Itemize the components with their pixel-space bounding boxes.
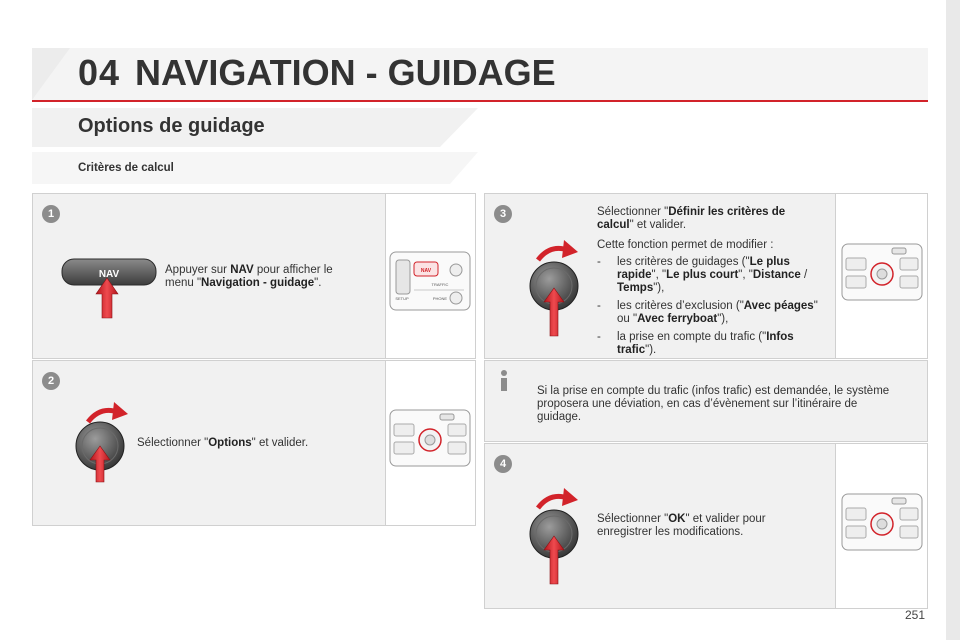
step-4-text: Sélectionner "OK" et valider pour enregi…	[597, 513, 766, 538]
step-1-text: Appuyer sur NAV pour afficher le menu "N…	[165, 264, 333, 289]
step-3-badge: 3	[494, 205, 512, 223]
console-knob-illustration-4	[841, 493, 923, 551]
bullet-traffic: la prise en compte du trafic ("Infos tra…	[597, 331, 819, 357]
step-3-line2: Cette fonction permet de modifier :	[597, 239, 774, 251]
step-3-bullets: les critères de guidages ("Le plus rapid…	[597, 256, 819, 357]
console-knob-illustration	[389, 409, 471, 467]
svg-text:SETUP: SETUP	[395, 296, 409, 301]
nav-button-label: NAV	[99, 269, 120, 280]
svg-text:TRAFFIC: TRAFFIC	[432, 282, 449, 287]
rotary-knob-illustration-4	[529, 488, 579, 585]
step-4-badge: 4	[494, 455, 512, 473]
bullet-exclusion-criteria: les critères d’exclusion ("Avec péages" …	[597, 300, 819, 326]
step-3-text: Sélectionner "Définir les critères de ca…	[597, 206, 819, 362]
info-panel: Si la prise en compte du trafic (infos t…	[484, 360, 928, 442]
nav-button-illustration: NAV	[61, 258, 157, 319]
svg-text:NAV: NAV	[421, 268, 432, 274]
rotary-knob-illustration-3	[529, 240, 579, 337]
section-title: Options de guidage	[78, 115, 265, 137]
bullet-guidance-criteria: les critères de guidages ("Le plus rapid…	[597, 256, 819, 295]
nav-console-illustration: NAV SETUP TRAFFIC PHONE	[389, 251, 471, 311]
step-2-badge: 2	[42, 372, 60, 390]
step-2-text: Sélectionner "Options" et valider.	[137, 437, 309, 449]
section-subtitle: Critères de calcul	[78, 162, 174, 174]
console-knob-illustration-3	[841, 243, 923, 301]
svg-text:PHONE: PHONE	[433, 296, 448, 301]
chapter-title: NAVIGATION - GUIDAGE	[135, 52, 556, 93]
info-text: Si la prise en compte du trafic (infos t…	[537, 385, 890, 423]
header-red-rule	[32, 100, 928, 102]
step-3-intro: Sélectionner "Définir les critères de ca…	[597, 206, 786, 231]
step-1-badge: 1	[42, 205, 60, 223]
page-edge-bar	[946, 0, 960, 640]
rotary-knob-illustration	[75, 402, 128, 483]
info-icon	[498, 370, 510, 392]
chapter-number: 04	[78, 52, 121, 93]
page-number: 251	[905, 608, 926, 622]
